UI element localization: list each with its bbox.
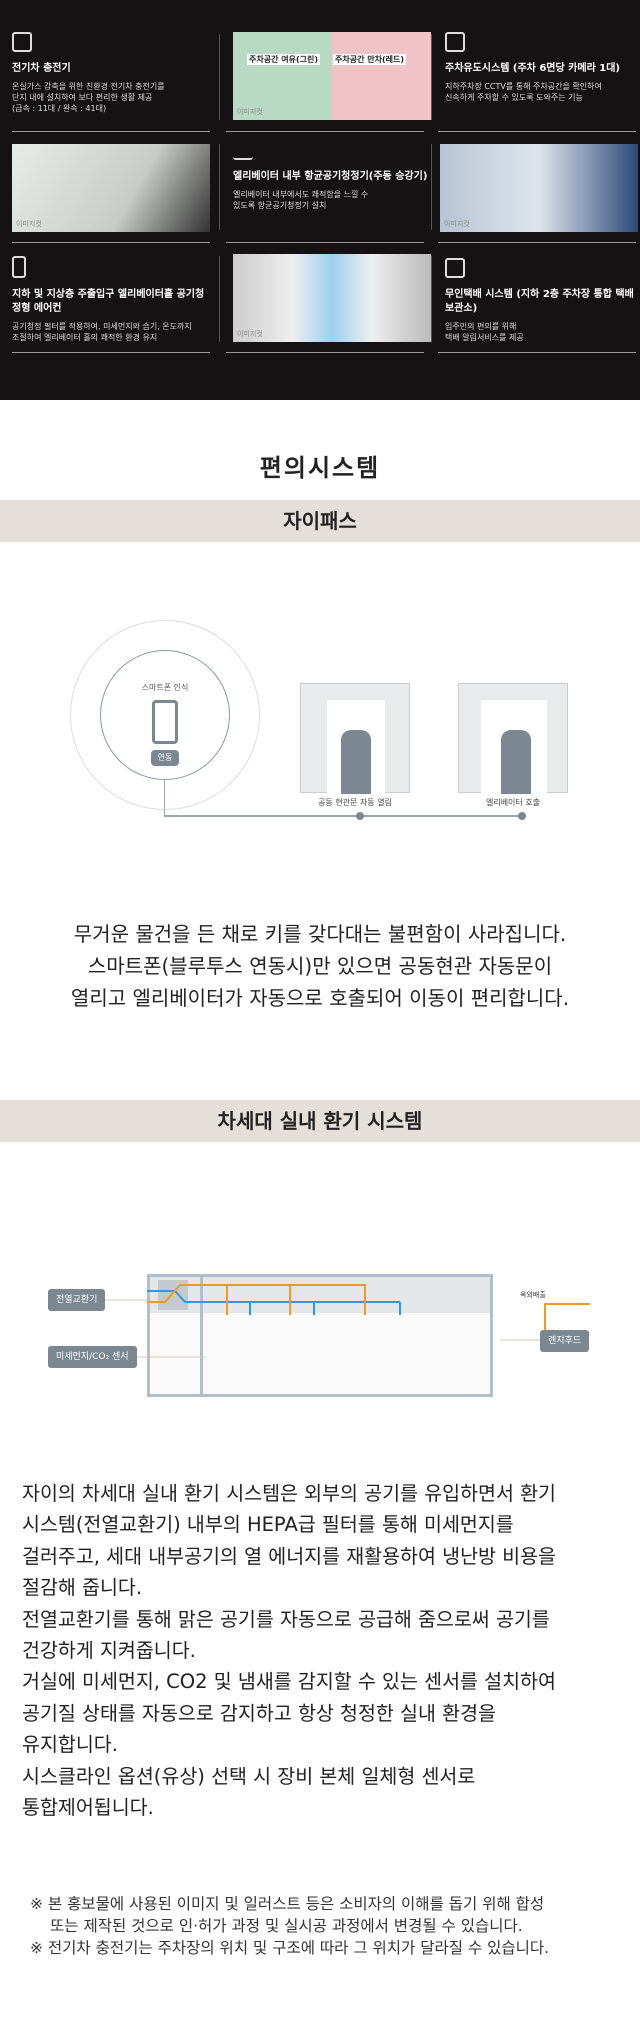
sensor-label: 미세먼지/CO₂ 센서 <box>48 1346 137 1368</box>
parcel-locker-icon <box>445 258 465 278</box>
feature-elevator-air-purifier: 엘리베이터 내부 항균공기청정기(주동 승강기) 엘리베이터 내부에서도 쾌적함… <box>233 150 431 211</box>
smartphone-icon <box>152 700 178 744</box>
range-hood-label: 렌지후드 <box>540 1330 590 1352</box>
feature-parcel-system: 무인택배 시스템 (지하 2층 주차장 통합 택배보관소) 입주민의 편의를 위… <box>445 258 640 343</box>
car-camera-icon <box>445 32 465 52</box>
disclaimer-notes: ※ 본 홍보물에 사용된 이미지 및 일러스트 등은 소비자의 이해를 돕기 위… <box>30 1895 550 1957</box>
ev-charger-image: 이미지컷 <box>12 144 210 232</box>
elevator-icon <box>12 256 26 278</box>
xipass-description: 무거운 물건을 든 채로 키를 갖다대는 불편함이 사라집니다.스마트폰(블루투… <box>70 922 570 1010</box>
ev-charger-icon <box>12 32 32 52</box>
parcel-locker-image: 이미지컷 <box>440 144 638 232</box>
parking-guide-image: 주차공간 여유(그린) 주차공간 만차(레드) 이미지컷 <box>233 32 431 120</box>
feature-elevator-hall-aircon: 지하 및 지상층 주출입구 엘리베이터홀 공기청정형 에어컨 공기청정 필터를 … <box>12 256 210 343</box>
entrance-door-illustration <box>300 683 410 794</box>
xipass-diagram: 스마트폰 인식 연동 공동 현관문 자동 열림 엘리베이터 호출 <box>0 600 640 840</box>
elevator-hall-image: 이미지컷 <box>233 254 431 342</box>
feature-parking-guide: 주차유도시스템 (주차 6면당 카메라 1대) 지하주차장 CCTV를 통해 주… <box>445 32 640 103</box>
ventilation-band: 차세대 실내 환기 시스템 <box>0 1100 640 1142</box>
elevator-illustration <box>458 683 568 794</box>
xipass-band: 자이패스 <box>0 500 640 542</box>
erv-label: 전열교환기 <box>48 1289 106 1311</box>
page-title: 편의시스템 <box>259 454 381 482</box>
air-purifier-icon <box>233 150 253 160</box>
ventilation-diagram: 옥외배출 전열교환기 미세먼지/CO₂ 센서 렌지후드 <box>0 1260 640 1410</box>
